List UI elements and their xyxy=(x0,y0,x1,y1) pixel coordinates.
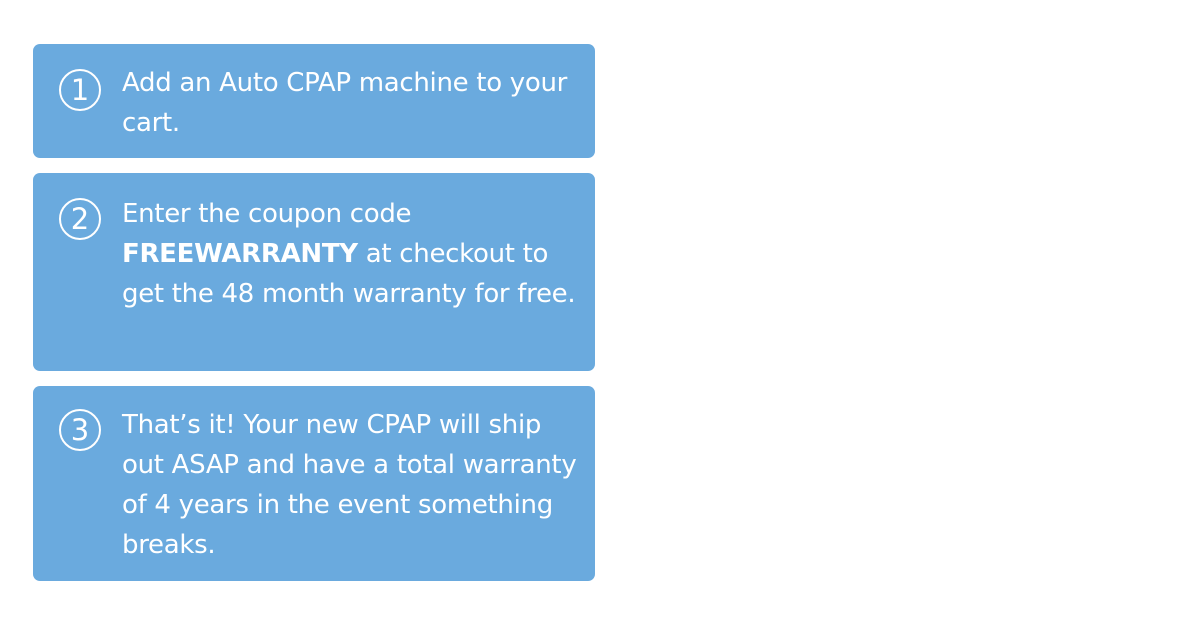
step-number-badge: 3 xyxy=(59,409,101,451)
step-text-before: Enter the coupon code xyxy=(122,199,412,229)
step-number-badge: 1 xyxy=(59,69,101,111)
coupon-code: FREEWARRANTY xyxy=(122,239,358,269)
step-text: Add an Auto CPAP machine to your cart. xyxy=(122,68,568,138)
step-card-1: 1 Add an Auto CPAP machine to your cart. xyxy=(33,44,595,158)
step-card-3: 3 That’s it! Your new CPAP will ship out… xyxy=(33,386,595,581)
step-text-after: at checkout to get the 48 month warranty… xyxy=(122,239,576,309)
step-number-badge: 2 xyxy=(59,198,101,240)
step-card-2: 2 Enter the coupon code FREEWARRANTY at … xyxy=(33,173,595,371)
step-text: That’s it! Your new CPAP will ship out A… xyxy=(122,410,577,560)
step-text: Enter the coupon code FREEWARRANTY at ch… xyxy=(122,194,579,314)
